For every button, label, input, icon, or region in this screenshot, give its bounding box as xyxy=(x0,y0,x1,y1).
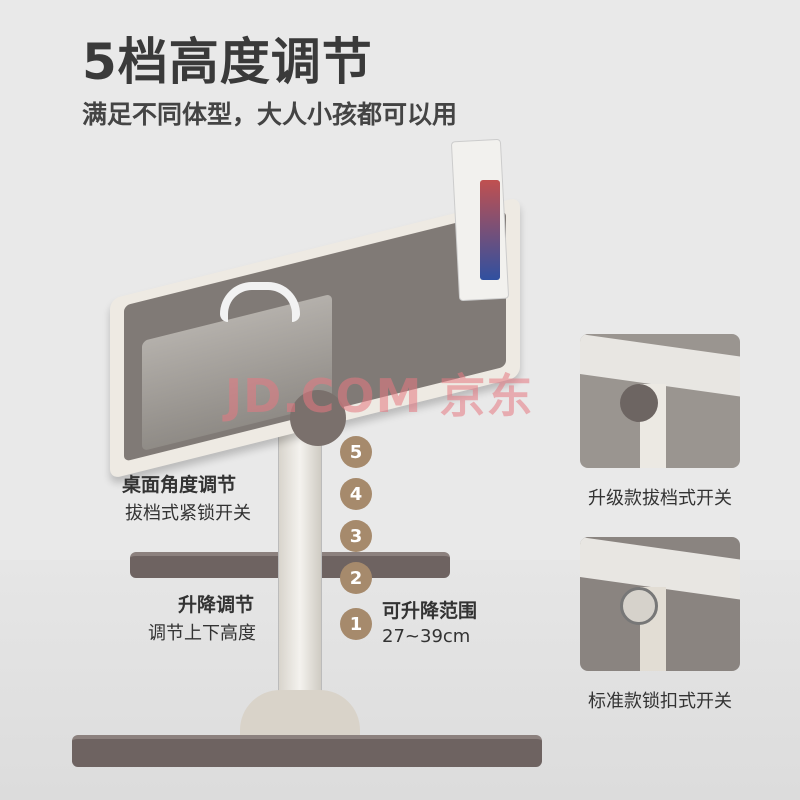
thumbnail-standard-switch xyxy=(580,537,740,671)
range-value: 27~39cm xyxy=(382,626,471,647)
lift-desc: 调节上下高度 xyxy=(148,623,256,644)
step-3: 3 xyxy=(340,520,372,552)
page-subtitle: 满足不同体型，大人小孩都可以用 xyxy=(82,100,458,129)
thumbnail-upgrade-switch xyxy=(580,334,740,468)
step-1: 1 xyxy=(340,608,372,640)
step-5: 5 xyxy=(340,436,372,468)
step-4: 4 xyxy=(340,478,372,510)
headphones xyxy=(220,282,300,322)
thumb-lock xyxy=(620,587,658,625)
thumb-knob xyxy=(620,384,658,422)
desk-leg xyxy=(278,430,322,720)
angle-desc: 拔档式紧锁开关 xyxy=(125,503,251,524)
phone xyxy=(480,180,500,280)
range-title: 可升降范围 xyxy=(382,600,478,622)
lower-base xyxy=(72,735,542,767)
watermark: JD.COM 京东 xyxy=(225,369,534,423)
lift-title: 升降调节 xyxy=(178,594,255,616)
angle-knob xyxy=(290,390,346,446)
caption-upgrade: 升级款拔档式开关 xyxy=(588,488,732,509)
caption-standard: 标准款锁扣式开关 xyxy=(588,691,732,712)
angle-title: 桌面角度调节 xyxy=(122,474,237,496)
page-title: 5档高度调节 xyxy=(82,33,373,91)
leg-foot xyxy=(240,690,360,740)
step-2: 2 xyxy=(340,562,372,594)
